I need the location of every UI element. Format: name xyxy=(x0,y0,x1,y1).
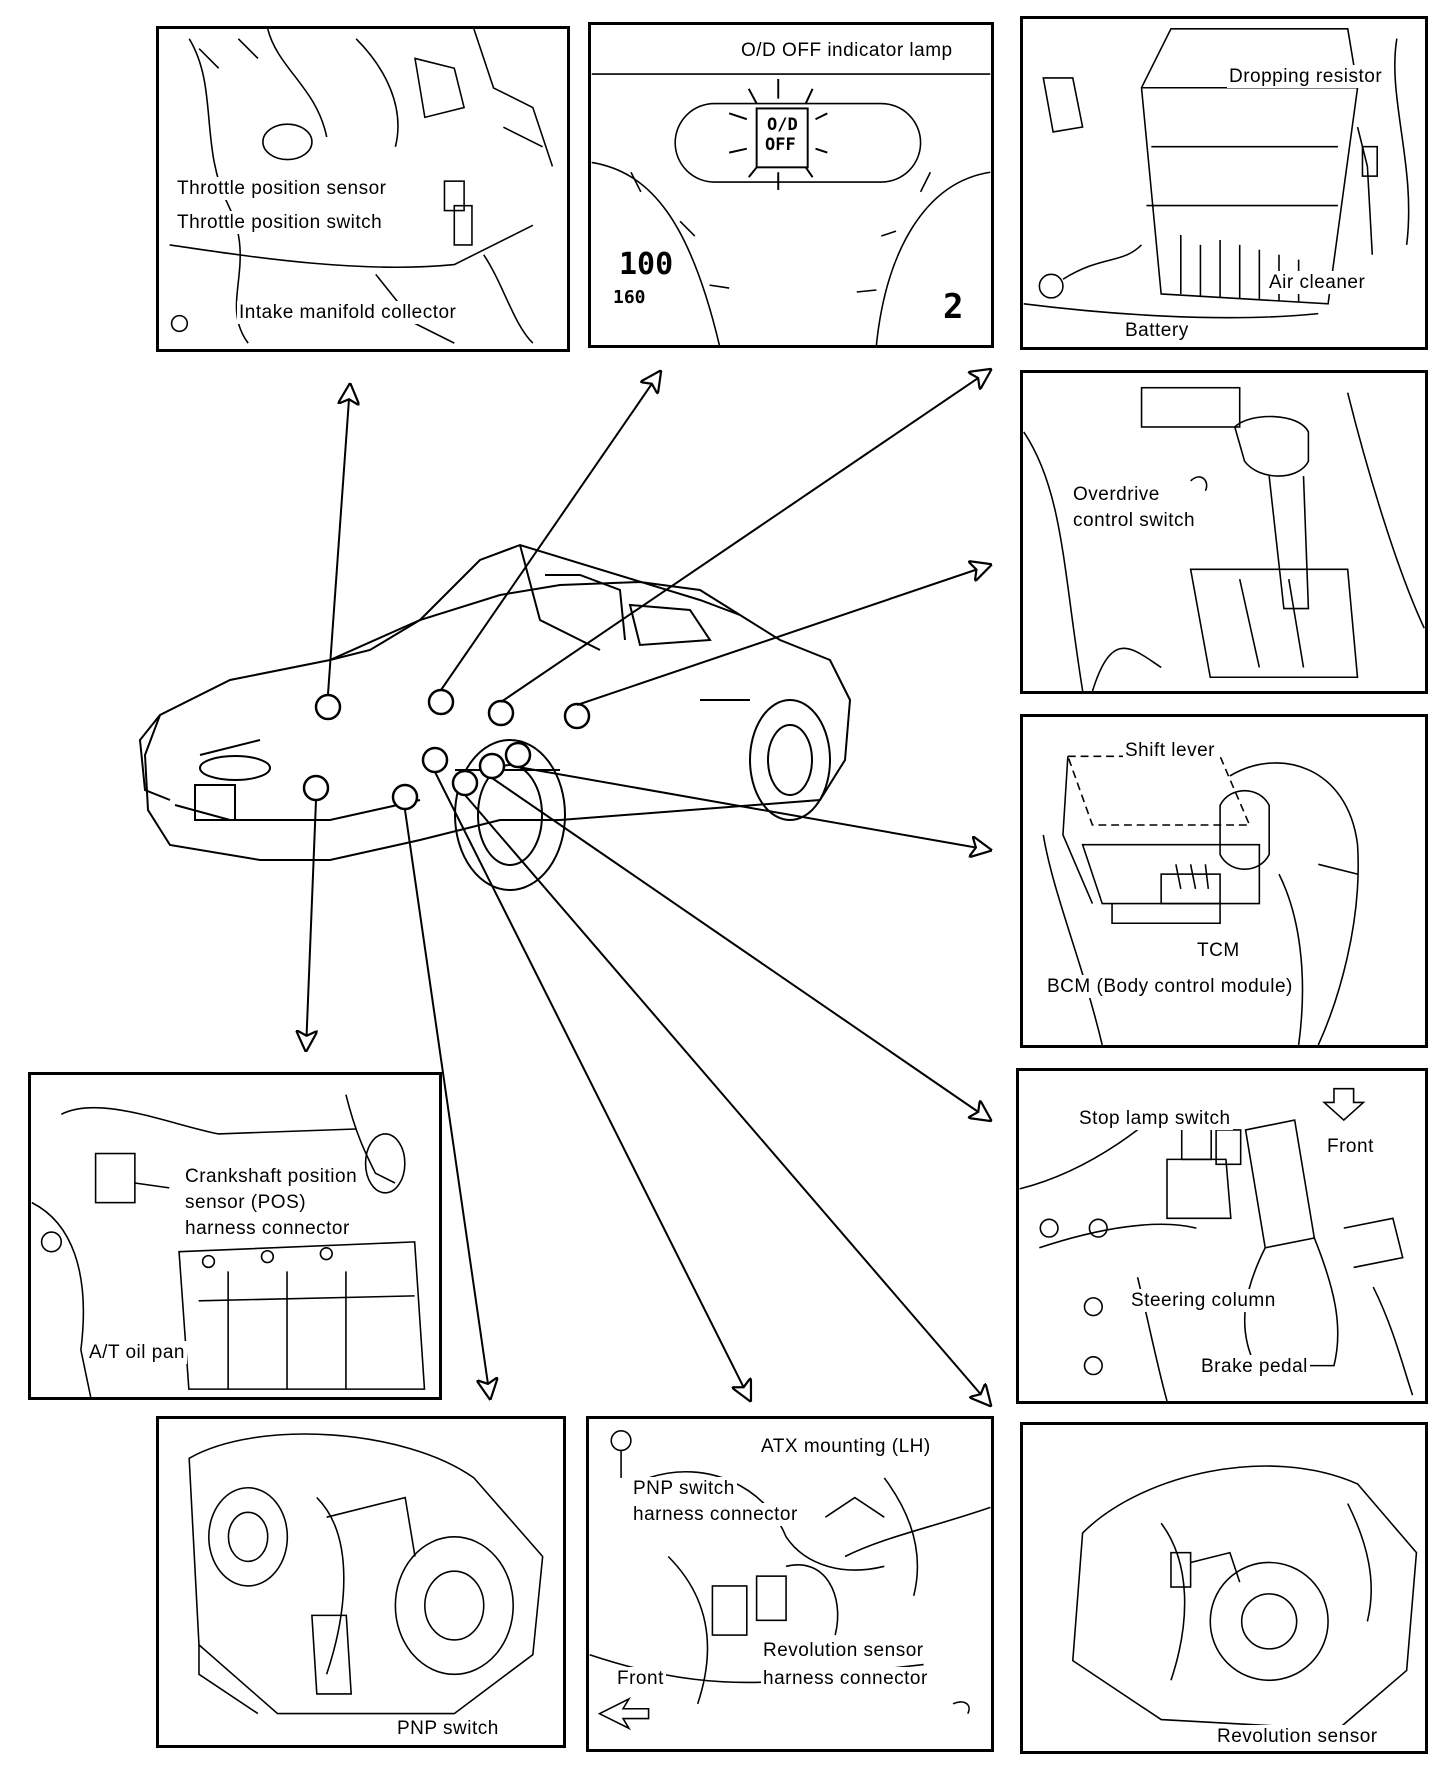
label-harness-connector-pos: harness connector xyxy=(183,1217,352,1240)
speedometer-160: 160 xyxy=(613,287,646,308)
label-overdrive: Overdrive xyxy=(1071,483,1162,506)
label-crankshaft-position: Crankshaft position xyxy=(183,1165,360,1188)
label-pnp-switch-connector: PNP switch xyxy=(631,1477,737,1500)
panel-atx-mounting: ATX mounting (LH) PNP switch harness con… xyxy=(586,1416,994,1752)
lamp-text-od: O/D xyxy=(767,115,798,135)
speedometer-100: 100 xyxy=(619,247,674,282)
panel-dropping-resistor: Dropping resistor Air cleaner Battery xyxy=(1020,16,1428,350)
label-front-atx: Front xyxy=(615,1667,666,1690)
label-battery: Battery xyxy=(1123,319,1191,342)
label-throttle-position-switch: Throttle position switch xyxy=(175,211,385,234)
label-dropping-resistor: Dropping resistor xyxy=(1227,65,1385,88)
label-stop-lamp-switch: Stop lamp switch xyxy=(1077,1107,1233,1130)
pedal-assembly-illustration xyxy=(1019,1087,1414,1401)
label-od-off-indicator-lamp: O/D OFF indicator lamp xyxy=(739,39,955,62)
panel-od-off-indicator: O/D OFF indicator lamp O/D OFF 100 160 2 xyxy=(588,22,994,348)
location-markers xyxy=(302,688,591,811)
panel-revolution-sensor: Revolution sensor xyxy=(1020,1422,1428,1754)
label-tcm: TCM xyxy=(1195,939,1242,962)
label-rev-harness-connector: harness connector xyxy=(761,1667,930,1690)
console-module-illustration xyxy=(1042,755,1359,1045)
label-revolution-sensor: Revolution sensor xyxy=(1215,1725,1380,1748)
label-shift-lever: Shift lever xyxy=(1123,739,1217,762)
label-pnp-harness-connector: harness connector xyxy=(631,1503,800,1526)
tachometer-2: 2 xyxy=(943,287,964,327)
lamp-text-off: OFF xyxy=(765,135,796,155)
transaxle-pnp-illustration xyxy=(188,1433,544,1715)
label-pnp-switch: PNP switch xyxy=(395,1717,501,1740)
label-air-cleaner: Air cleaner xyxy=(1267,271,1368,294)
panel-tcm-bcm: Shift lever TCM BCM (Body control module… xyxy=(1020,714,1428,1048)
harness-connector-illustration xyxy=(589,1430,991,1731)
label-steering-column: Steering column xyxy=(1129,1289,1278,1312)
label-bcm: BCM (Body control module) xyxy=(1045,975,1295,998)
instrument-cluster-illustration xyxy=(591,73,991,345)
shift-knob-illustration xyxy=(1023,386,1425,691)
transaxle-revolution-illustration xyxy=(1071,1465,1418,1731)
label-at-oil-pan: A/T oil pan xyxy=(87,1341,187,1364)
panel-pnp-switch: PNP switch xyxy=(156,1416,566,1748)
label-front-stoplamp: Front xyxy=(1325,1135,1376,1158)
label-atx-mounting-lh: ATX mounting (LH) xyxy=(759,1435,933,1458)
car-illustration xyxy=(138,543,852,891)
panel-stop-lamp-switch: Stop lamp switch Front Steering column B… xyxy=(1016,1068,1428,1404)
engine-intake-illustration xyxy=(169,29,554,344)
panel-crankshaft-position-sensor: Crankshaft position sensor (POS) harness… xyxy=(28,1072,442,1400)
label-throttle-position-sensor: Throttle position sensor xyxy=(175,177,389,200)
label-revolution-sensor-connector: Revolution sensor xyxy=(761,1639,926,1662)
panel-throttle-position: Throttle position sensor Throttle positi… xyxy=(156,26,570,352)
label-sensor-pos: sensor (POS) xyxy=(183,1191,309,1214)
label-brake-pedal: Brake pedal xyxy=(1199,1355,1310,1378)
panel-overdrive-control-switch: Overdrive control switch xyxy=(1020,370,1428,694)
label-intake-manifold-collector: Intake manifold collector xyxy=(237,301,459,324)
label-control-switch: control switch xyxy=(1071,509,1198,532)
